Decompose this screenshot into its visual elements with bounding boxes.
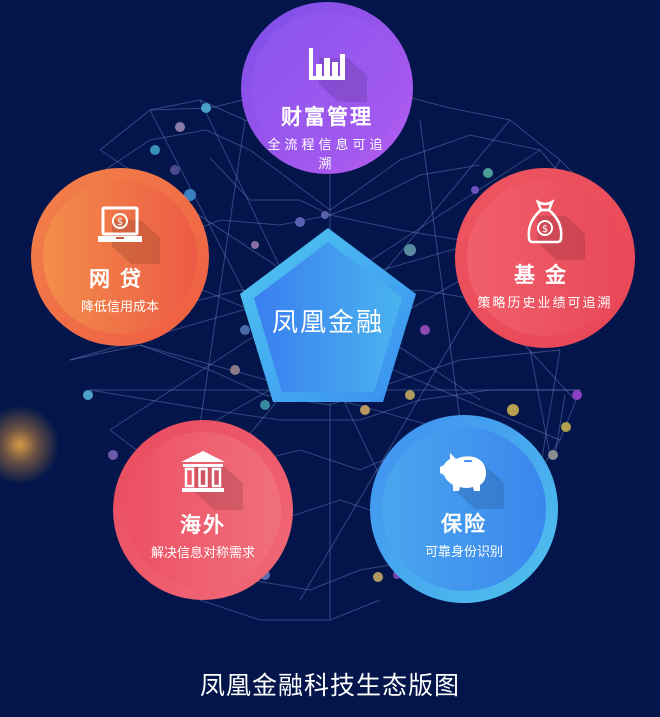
node-description: 可靠身份识别 bbox=[424, 545, 503, 560]
bank-building-icon bbox=[173, 448, 243, 510]
svg-text:$: $ bbox=[542, 224, 548, 235]
node-title: 基金 bbox=[514, 263, 576, 287]
laptop-coin-icon: $ bbox=[90, 202, 160, 264]
piggy-bank-icon bbox=[434, 447, 504, 509]
center-label: 凤凰金融 bbox=[271, 308, 384, 338]
node-description: 解决信息对称需求 bbox=[150, 546, 255, 561]
node-description: 降低信用成本 bbox=[80, 300, 159, 315]
node-title: 网贷 bbox=[89, 267, 151, 291]
node-insurance[interactable]: 保险 可靠身份识别 bbox=[370, 415, 558, 603]
node-description: 全流程信息可追溯 bbox=[267, 138, 387, 172]
node-p2p-loan[interactable]: $ 网贷 降低信用成本 bbox=[31, 168, 209, 346]
money-bag-icon: $ bbox=[515, 198, 585, 260]
center-pentagon bbox=[240, 228, 416, 402]
node-title: 财富管理 bbox=[281, 105, 373, 129]
node-wealth-management[interactable]: 财富管理 全流程信息可追溯 bbox=[241, 2, 413, 174]
node-overseas[interactable]: 海外 解决信息对称需求 bbox=[113, 420, 293, 600]
node-fund[interactable]: $ 基金 策略历史业绩可追溯 bbox=[455, 168, 635, 348]
svg-text:$: $ bbox=[117, 217, 123, 228]
bar-chart-icon bbox=[297, 40, 367, 102]
node-title: 海外 bbox=[180, 513, 226, 537]
page-title: 凤凰金融科技生态版图 bbox=[199, 671, 460, 700]
node-title: 保险 bbox=[441, 512, 487, 536]
node-description: 策略历史业绩可追溯 bbox=[477, 296, 613, 311]
